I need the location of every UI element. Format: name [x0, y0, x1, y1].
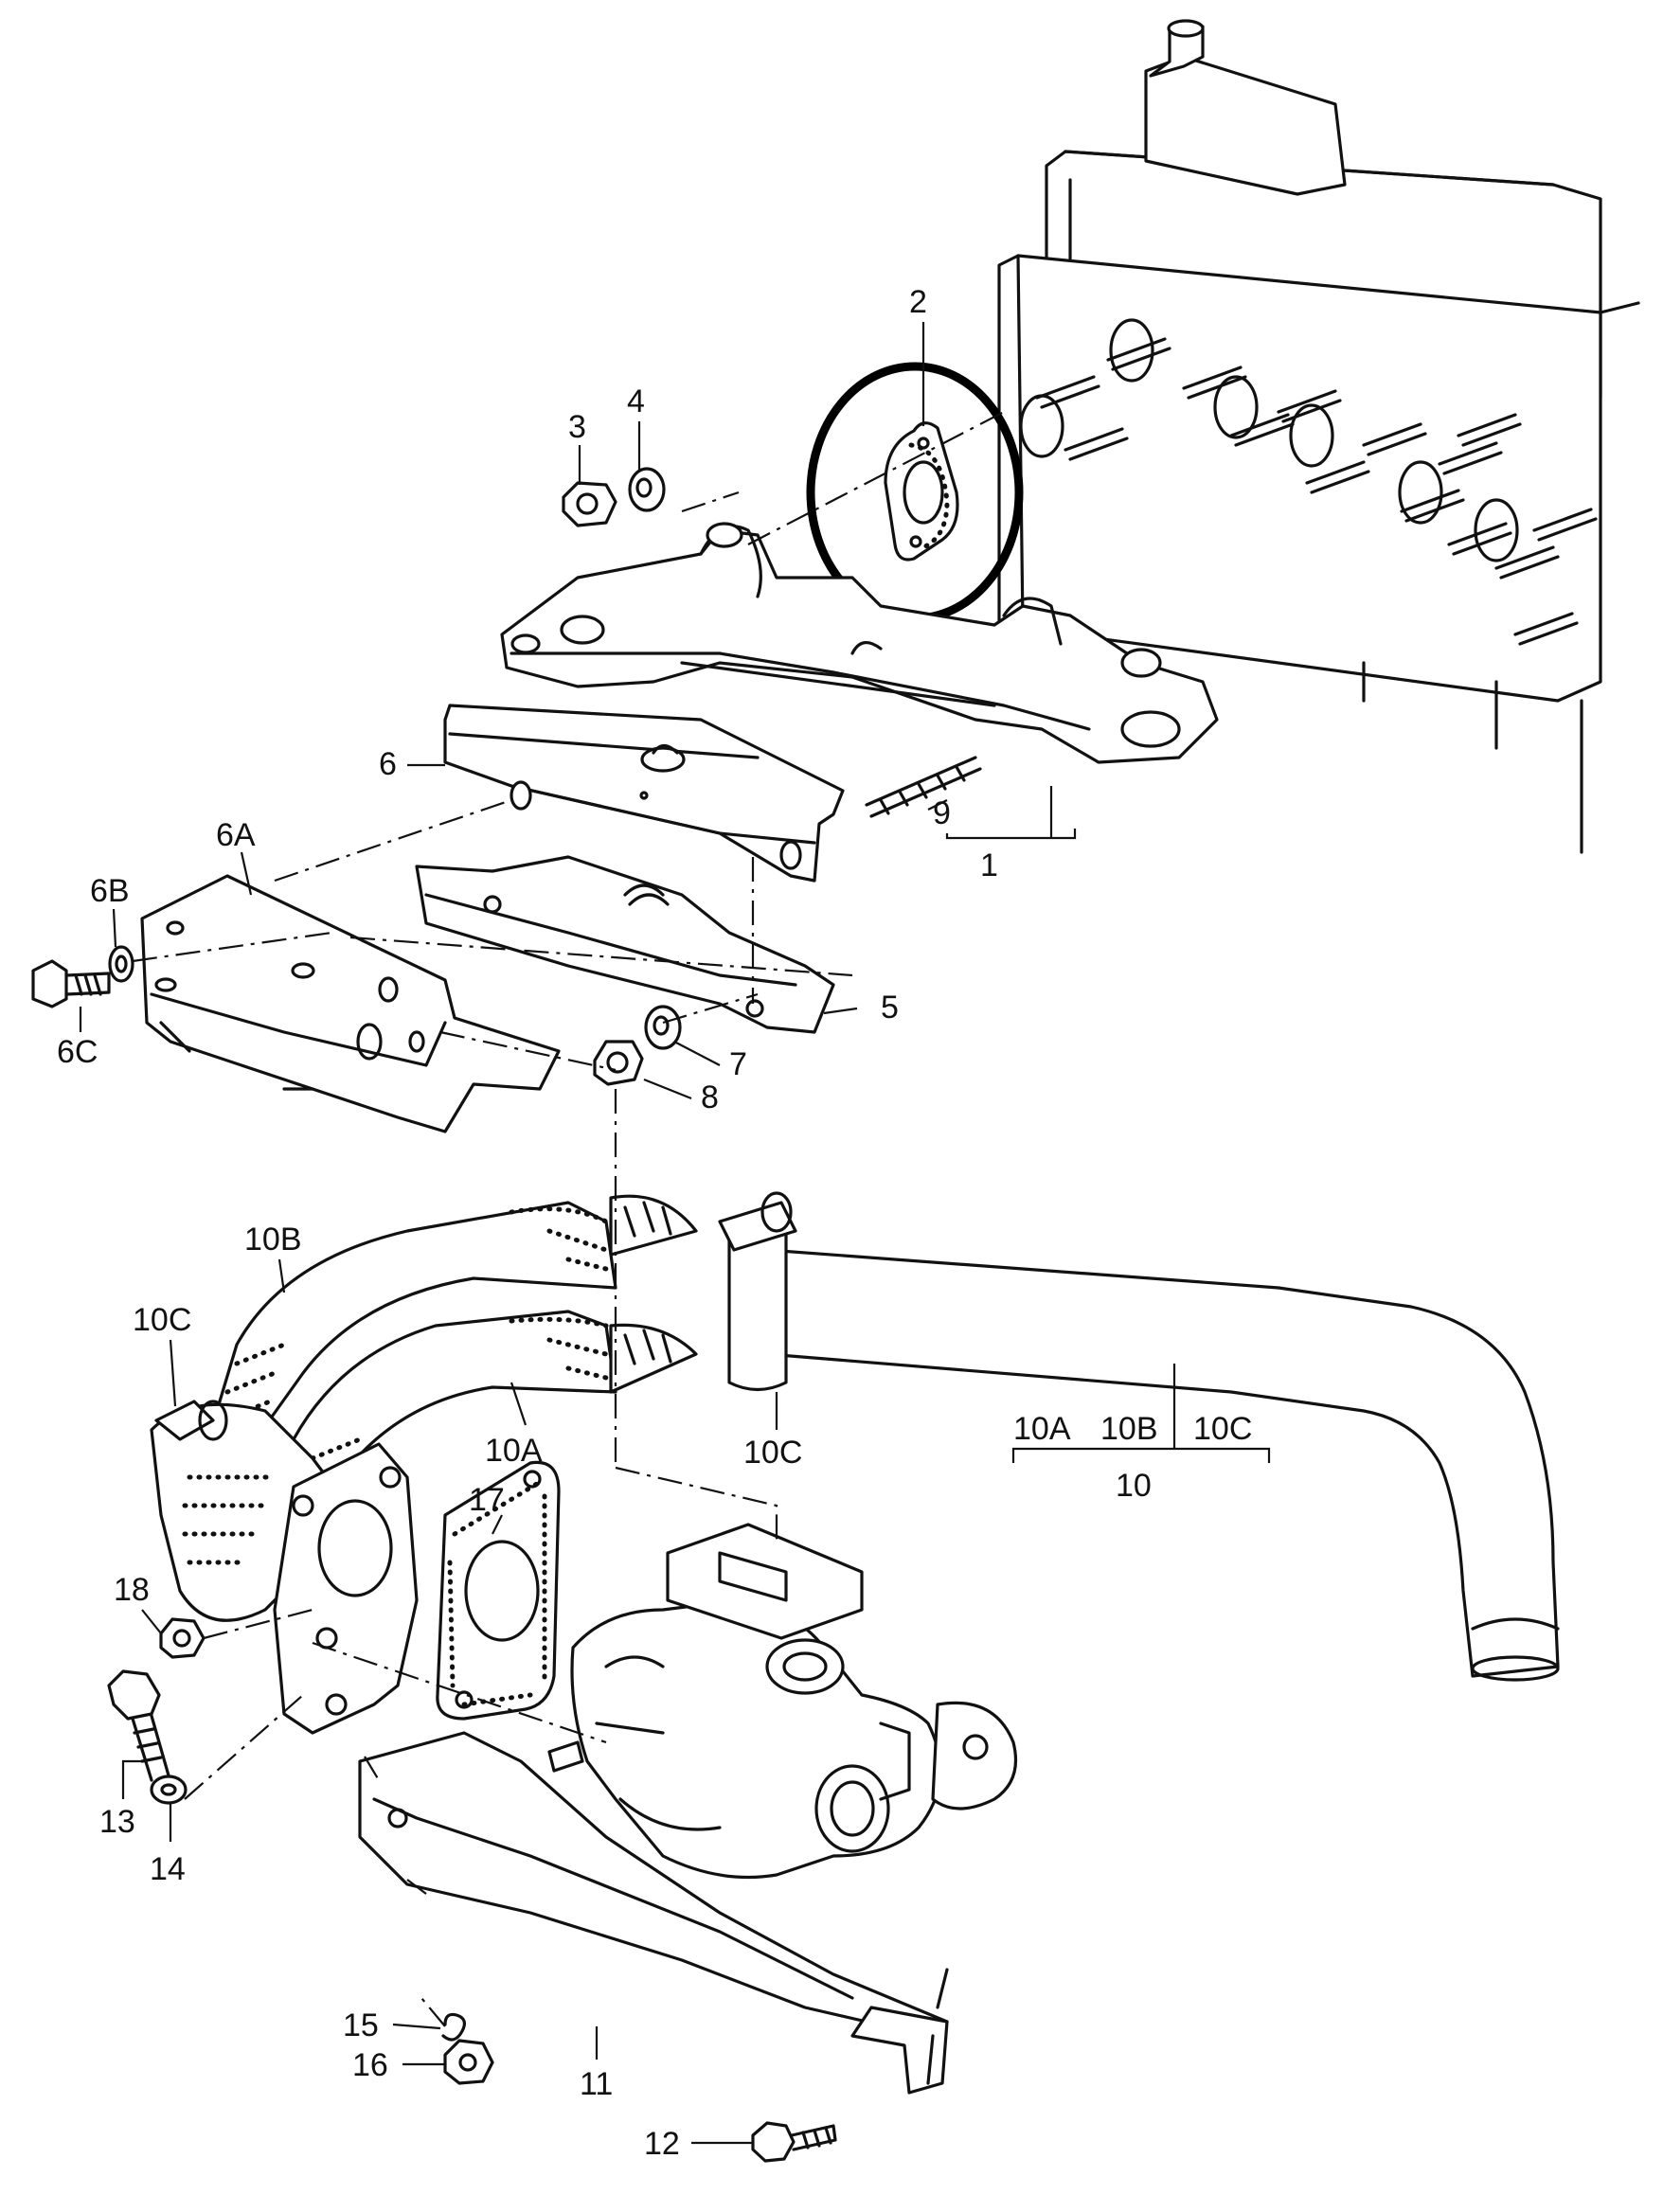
callout-18: 18 — [114, 1572, 150, 1608]
engine-cylinder-head — [997, 19, 1640, 854]
nut-8 — [593, 1040, 644, 1086]
callout-6: 6 — [379, 746, 397, 782]
callout-leader-lines — [79, 322, 1271, 2145]
upper-heat-shield — [443, 704, 845, 883]
exhaust-downpipe — [150, 1191, 1560, 1735]
side-heat-shield — [140, 874, 561, 1133]
callout-6c: 6C — [57, 1034, 98, 1070]
nut-3 — [562, 481, 617, 527]
callout-10a: 10A — [485, 1433, 543, 1469]
callout-7: 7 — [729, 1046, 747, 1082]
callout-6b: 6B — [90, 873, 130, 909]
turbo-support-bracket — [358, 1731, 949, 2095]
callout-4: 4 — [627, 384, 645, 419]
callout-10c-clamp: 10C — [743, 1435, 802, 1471]
nut-16 — [443, 2039, 494, 2085]
assembly-center-lines — [132, 411, 1005, 2027]
cylinder-head-studs — [1035, 337, 1598, 646]
bolt-12 — [751, 2121, 837, 2163]
callout-5: 5 — [881, 990, 899, 1026]
callout-10c-left: 10C — [133, 1302, 191, 1338]
callout-1: 1 — [980, 847, 998, 883]
callout-14: 14 — [150, 1851, 186, 1887]
cylinder-head-exhaust-ports — [1019, 318, 1519, 562]
callout-15: 15 — [343, 2007, 379, 2043]
callout-9: 9 — [933, 795, 951, 831]
callout-6a: 6A — [216, 817, 256, 853]
callout-12: 12 — [644, 2126, 680, 2162]
washer-7 — [644, 1005, 682, 1050]
callout-group-10c: 10C — [1193, 1411, 1252, 1447]
exhaust-manifold — [500, 522, 1219, 764]
lower-heat-shield — [415, 855, 835, 1034]
lock-washer-15 — [441, 2012, 467, 2042]
callout-10: 10 — [1116, 1468, 1152, 1504]
callout-16: 16 — [352, 2047, 388, 2083]
bolt-13 — [107, 1669, 170, 1782]
callout-group-10a: 10A — [1013, 1411, 1071, 1447]
turbo-gasket — [436, 1460, 561, 1721]
callout-13: 13 — [99, 1804, 135, 1840]
washer-4 — [628, 467, 666, 512]
callout-11: 11 — [580, 2066, 613, 2102]
exhaust-manifold-gasket — [884, 421, 959, 562]
callout-17: 17 — [469, 1482, 505, 1518]
callout-2: 2 — [909, 284, 927, 320]
manifold-stud — [865, 756, 982, 818]
turbocharger — [547, 1523, 1018, 1880]
washer-6b — [108, 945, 134, 983]
callout-labels: 2 3 4 6 9 1 6A 6B 6C 5 7 8 10B 10C 10A 1… — [57, 284, 1252, 2162]
bolt-6c — [31, 959, 111, 1008]
callout-8: 8 — [701, 1079, 719, 1115]
callout-3: 3 — [568, 409, 586, 445]
callout-group-10b: 10B — [1100, 1411, 1158, 1447]
callout-10b: 10B — [244, 1222, 302, 1258]
nut-18 — [159, 1617, 206, 1659]
washer-14 — [150, 1775, 188, 1805]
